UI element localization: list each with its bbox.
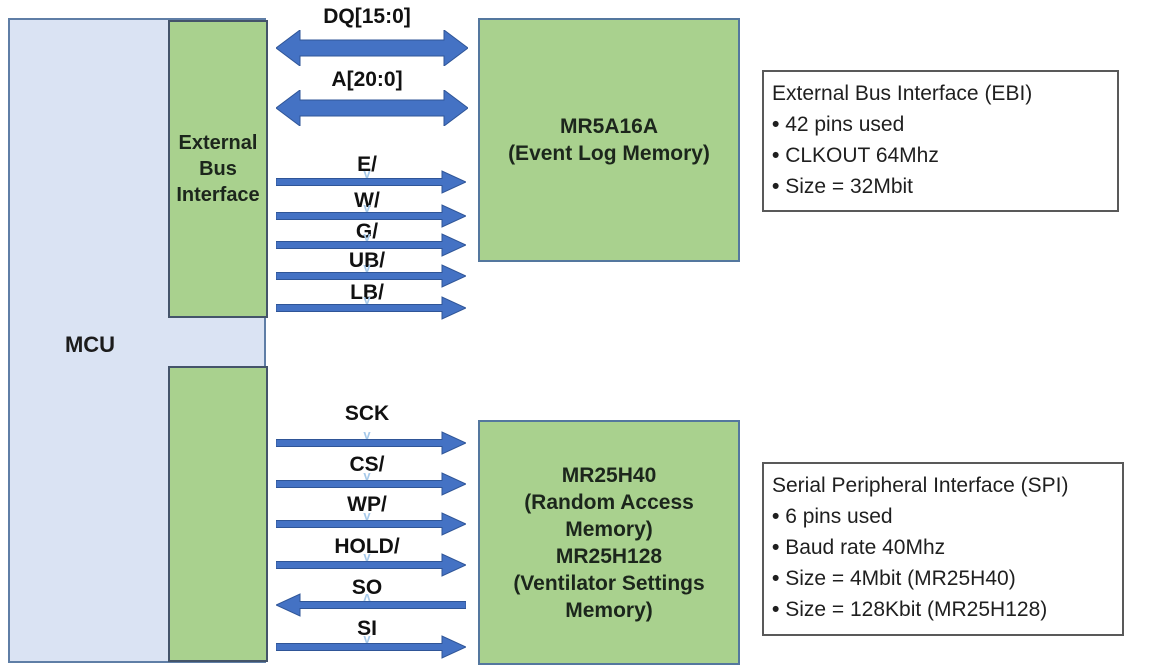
double-arrow-dq <box>276 30 468 66</box>
block-label-line: Memory) <box>565 598 653 622</box>
chevron-mark-icon <box>359 201 375 214</box>
chevron-mark-icon <box>359 550 375 563</box>
block-label-line: MR5A16A <box>559 115 659 138</box>
spi-info-bullet: 6 pins used <box>772 501 1112 532</box>
chevron-mark-icon <box>359 230 375 243</box>
chevron-mark-icon <box>359 261 375 274</box>
left-arrow-so <box>276 593 466 617</box>
block-label-line: MR25H128 <box>555 544 663 568</box>
block-label-line: Interface <box>176 184 260 206</box>
mr25h40-memory-block: MR25H40 (Random Access Memory) MR25H128 … <box>478 420 740 665</box>
block-label-line: (Event Log Memory) <box>508 142 710 165</box>
signal-label-wp: WP/ <box>347 493 387 516</box>
right-arrow-g <box>276 233 466 257</box>
block-label-line: Bus <box>199 158 237 180</box>
chevron-mark-icon <box>359 428 375 441</box>
signal-label-hold: HOLD/ <box>334 535 400 558</box>
chevron-mark-icon <box>359 293 375 306</box>
chevron-mark-icon <box>359 469 375 482</box>
mcu-label: MCU <box>64 332 116 357</box>
spi-info-bullet: Size = 128Kbit (MR25H128) <box>772 594 1112 625</box>
right-arrow-si <box>276 635 466 659</box>
block-label-line: Memory) <box>565 517 653 541</box>
ebi-info-bullet: Size = 32Mbit <box>772 171 1107 202</box>
right-arrow-wp <box>276 512 466 536</box>
ebi-info-title: External Bus Interface (EBI) <box>772 82 1033 105</box>
ebi-info-box: External Bus Interface (EBI) 42 pins use… <box>762 70 1119 212</box>
mr5a16a-memory-block: MR5A16A (Event Log Memory) <box>478 18 740 262</box>
block-label-line: External <box>178 132 258 154</box>
spi-interface-block <box>168 366 268 662</box>
ebi-info-bullet: 42 pins used <box>772 109 1107 140</box>
block-label-line: (Random Access <box>524 490 694 514</box>
right-arrow-ub <box>276 264 466 288</box>
right-arrow-w <box>276 204 466 228</box>
chevron-mark-icon <box>359 590 375 603</box>
right-arrow-lb <box>276 296 466 320</box>
chevron-mark-icon <box>359 509 375 522</box>
ebi-info-bullet: CLKOUT 64Mhz <box>772 140 1107 171</box>
right-arrow-sck <box>276 431 466 455</box>
chevron-mark-icon <box>359 167 375 180</box>
right-arrow-e <box>276 170 466 194</box>
block-label-line: (Ventilator Settings <box>513 571 705 595</box>
spi-info-bullet: Baud rate 40Mhz <box>772 532 1112 563</box>
right-arrow-hold <box>276 553 466 577</box>
spi-info-box: Serial Peripheral Interface (SPI) 6 pins… <box>762 462 1124 636</box>
external-bus-interface-block: External Bus Interface <box>168 20 268 318</box>
signal-label-a: A[20:0] <box>331 68 403 91</box>
spi-info-bullet: Size = 4Mbit (MR25H40) <box>772 563 1112 594</box>
signal-label-dq: DQ[15:0] <box>323 5 411 28</box>
spi-info-title: Serial Peripheral Interface (SPI) <box>772 474 1069 497</box>
double-arrow-a <box>276 90 468 126</box>
block-label-line: MR25H40 <box>561 463 657 487</box>
signal-label-sck: SCK <box>344 402 390 425</box>
chevron-mark-icon <box>359 632 375 645</box>
right-arrow-cs <box>276 472 466 496</box>
